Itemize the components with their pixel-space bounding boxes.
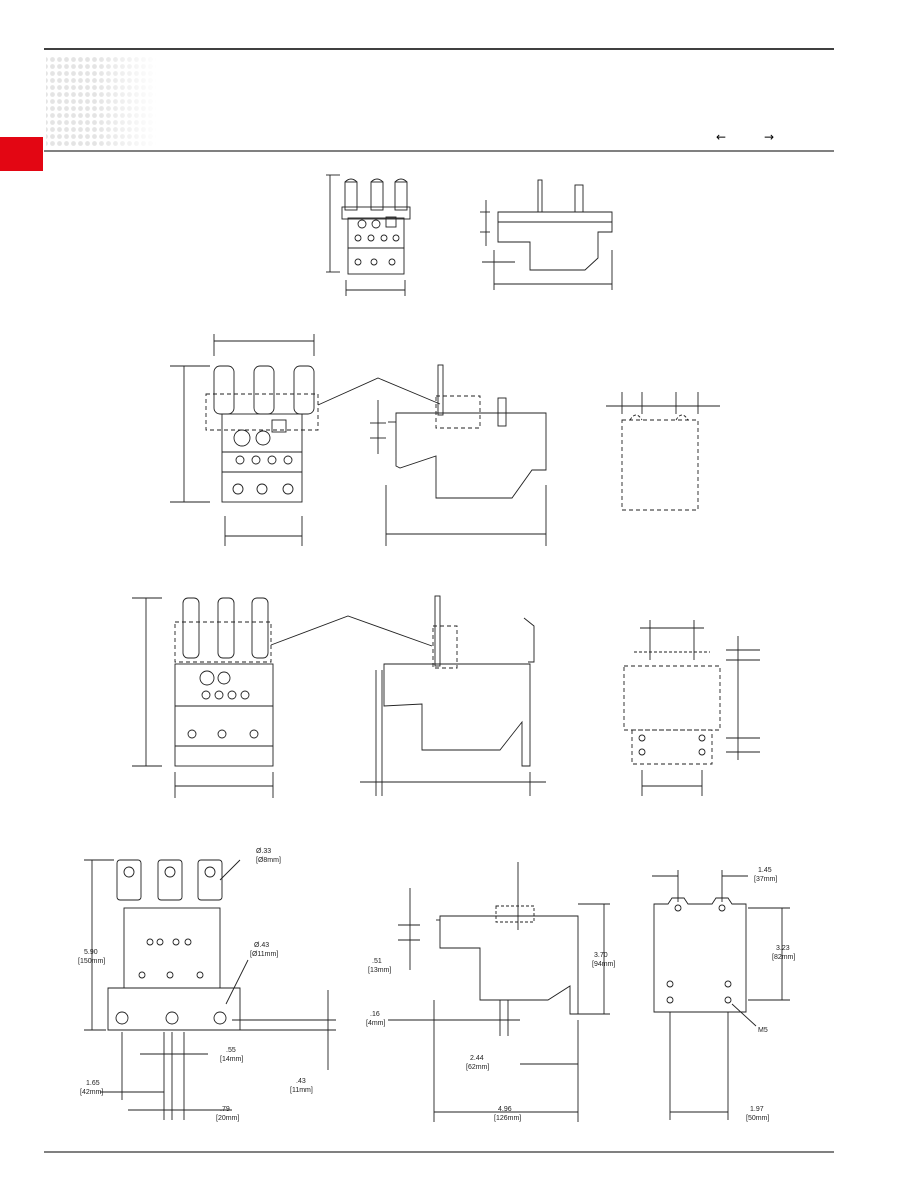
header-red-tab [0,137,43,171]
dim-mount-bottom-mm: [50mm] [746,1115,769,1122]
dim-bottom-offset-mm: [11mm] [290,1087,313,1094]
dim-side-height-in: 3.70 [594,952,608,959]
dim-terminal-pitch-mm: [14mm] [220,1056,243,1063]
row2-side-view [370,364,547,546]
dim-hole-top-mm: [Ø8mm] [256,857,281,864]
row3-side-view [360,595,546,796]
row3-front-view [132,597,433,798]
row4-side-view [388,862,610,1122]
dim-terminal-pitch-in: .55 [226,1047,236,1054]
dim-side-offset-mm: [62mm] [466,1064,489,1071]
row2-front-view [170,334,441,546]
row1-side-view [480,179,613,290]
dim-hole-bottom-mm: [Ø11mm] [250,951,278,958]
dim-center-edge-mm: [20mm] [216,1115,239,1122]
dim-side-depth-mm: [126mm] [494,1115,521,1122]
dim-mount-vert-mm: [82mm] [772,954,795,961]
arrow-right-icon: → [764,130,774,144]
dim-left-width-mm: [42mm] [80,1089,103,1096]
dim-screw-label: M5 [758,1027,768,1034]
dim-pin-in: .16 [370,1011,380,1018]
dim-mount-bottom-in: 1.97 [750,1106,764,1113]
dimension-labels: Ø.33 [Ø8mm] Ø.43 [Ø11mm] 5.90 [150mm] .5… [78,848,795,1122]
dim-left-width-in: 1.65 [86,1080,100,1087]
dim-top-offset-mm: [13mm] [368,967,391,974]
arrow-left-icon: ← [716,130,726,144]
dim-center-edge-in: .79 [220,1106,230,1113]
dim-top-offset-in: .51 [372,958,382,965]
dim-mount-top-in: 1.45 [758,867,772,874]
dim-mount-vert-in: 3.23 [776,945,790,952]
dim-side-depth-in: 4.96 [498,1106,512,1113]
dim-overall-height-mm: [150mm] [78,958,105,965]
dim-hole-bottom-in: Ø.43 [254,942,269,949]
row4-mounting-view [652,870,790,1120]
dim-bottom-offset-in: .43 [296,1078,306,1085]
dim-mount-top-mm: [37mm] [754,876,777,883]
dim-overall-height-in: 5.90 [84,949,98,956]
row3-mounting-view [623,620,760,796]
row4-front-view [84,859,336,1120]
dim-side-offset-in: 2.44 [470,1055,484,1062]
row2-mounting-view [606,392,720,511]
dim-pin-mm: [4mm] [366,1020,386,1027]
page-header: ← → [0,48,834,171]
dim-side-height-mm: [94mm] [592,961,615,968]
dim-hole-top-in: Ø.33 [256,848,271,855]
row1-front-view [326,174,411,296]
